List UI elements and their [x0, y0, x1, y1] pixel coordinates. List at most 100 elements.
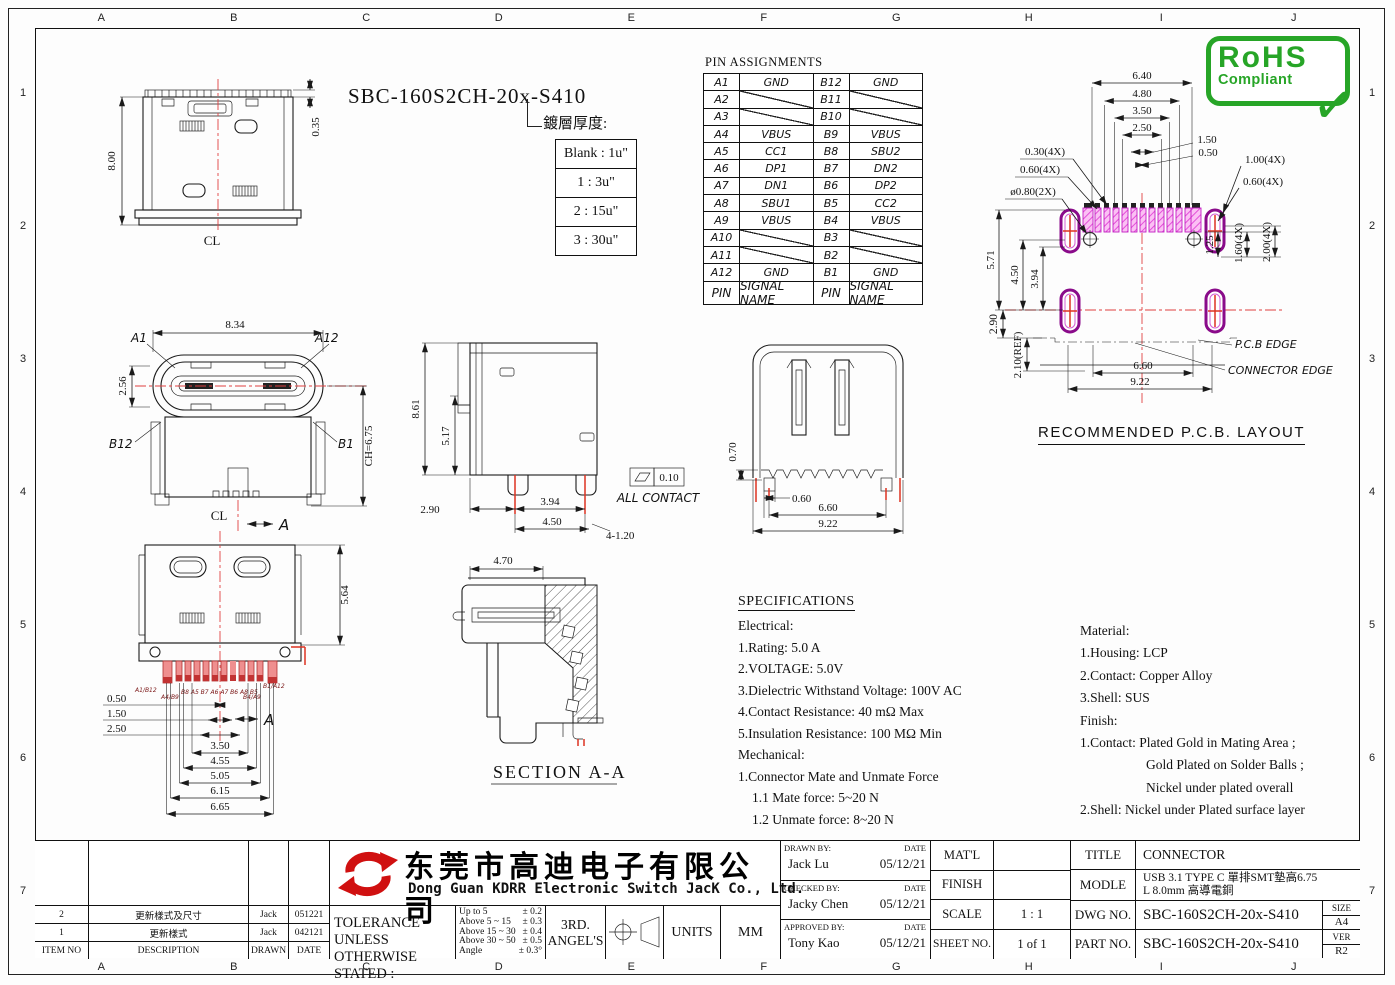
- revision-empty-cell: [289, 841, 329, 905]
- dim-label: 3.94: [1029, 269, 1041, 289]
- revision-cell: 更新樣式及尺寸: [89, 906, 249, 923]
- units-value-cell: MM: [720, 906, 780, 959]
- finish-label: FINISH: [931, 870, 994, 899]
- signature-name: Tony Kao: [788, 935, 840, 951]
- pin-callout: B12: [109, 437, 133, 451]
- dim-label: ø0.80(2X): [1010, 186, 1056, 198]
- modle-value: USB 3.1 TYPE C 單排SMT墊高6.75 L 8.0mm 高導電銅: [1143, 871, 1318, 898]
- finish-value: [994, 871, 1070, 900]
- dim-label: 4.50: [1009, 265, 1021, 285]
- dim-label: CH=6.75: [363, 425, 375, 466]
- pin-signal-cell: [740, 108, 814, 125]
- front-view-drawing: A1 A12 B12 B1 8.34 2.56 CH=6.75 CL A: [109, 319, 375, 534]
- material-line: Gold Plated on Solder Balls ;: [1146, 757, 1304, 773]
- dim-label: 6.40: [1132, 70, 1152, 82]
- signature-label: APPROVED BY:: [784, 922, 845, 933]
- pin-signal-cell: DN2: [873, 162, 898, 176]
- tolerance-range: Above 5 ~ 15: [459, 916, 511, 927]
- dim-label: 8.61: [410, 399, 422, 418]
- pin-signal-cell: [849, 91, 922, 108]
- dim-label: 8.00: [106, 151, 118, 171]
- dim-label: 1.60(4X): [1233, 223, 1245, 263]
- pin-id-cell: B1: [814, 264, 850, 281]
- signature-top: APPROVED BY: DATE: [781, 920, 930, 932]
- bottom-view-drawing: A1/B12 A4/B9 B8 A5 B7 A6 A7 B6 A8 B5 B4/…: [103, 531, 351, 817]
- pin-id-cell: B11: [814, 91, 850, 108]
- rohs-logo: RoHS Compliant ✓: [1206, 36, 1359, 138]
- dim-label: 0.30(4X): [1025, 146, 1065, 158]
- size-value: A4: [1334, 916, 1349, 929]
- spec-line: 4.Contact Resistance: 40 mΩ Max: [738, 704, 924, 719]
- projection-angle-cell: 3RD. ANGEL'S: [545, 906, 605, 959]
- revision-cell: 2: [35, 906, 89, 923]
- material-line: 1.Housing: LCP: [1080, 645, 1168, 661]
- pin-id-cell: B10: [814, 108, 850, 125]
- tolerance-row: Above 5 ~ 15 ± 0.3: [459, 916, 542, 928]
- revision-header-cell: DESCRIPTION: [89, 942, 249, 959]
- section-view-drawing: 4.70 SECTION A-A: [452, 555, 627, 785]
- revision-cell: Jack: [249, 924, 289, 941]
- pin-id-cell: B9: [814, 125, 850, 143]
- signature-bottom: Tony Kao 05/12/21: [781, 932, 930, 951]
- dim-label: 6.15: [210, 785, 230, 797]
- sheet-label: SHEET NO.: [931, 929, 994, 959]
- pin-id-cell: A9: [704, 212, 740, 229]
- flatness-note: ALL CONTACT: [616, 491, 701, 505]
- centerline-label: CL: [204, 233, 221, 248]
- pin-footer-cell: PIN: [814, 281, 850, 304]
- spec-line: 2.VOLTAGE: 5.0V: [738, 661, 844, 676]
- dim-label: 2.10(REF): [1012, 331, 1024, 378]
- pin-id-cell: A1: [704, 74, 740, 91]
- part-value: SBC-160S2CH-20x-S410: [1143, 935, 1299, 952]
- signature-date: 05/12/21: [879, 935, 926, 951]
- pin-row-label: A1/B12: [134, 687, 157, 694]
- company-cell: 东莞市高迪电子有限公司 Dong Guan KDRR Electronic Sw…: [330, 841, 804, 929]
- pin-id-cell: A2: [704, 91, 740, 108]
- signature-date: 05/12/21: [879, 856, 926, 871]
- solder-pins: [162, 660, 278, 684]
- tolerance-range: Above 15 ~ 30: [459, 926, 516, 937]
- spec-line: 1.1 Mate force: 5~20 N: [752, 790, 879, 805]
- pin-signal-cell: VBUS: [870, 214, 901, 228]
- pin-id-cell: A3: [704, 108, 740, 125]
- dim-label: 3.50: [1132, 105, 1152, 117]
- spec-line: 3.Dielectric Withstand Voltage: 100V AC: [738, 682, 962, 698]
- signature-row: APPROVED BY: DATE Tony Kao 05/12/21: [781, 920, 930, 959]
- signature-date-label: DATE: [904, 922, 926, 933]
- tolerance-title-line2: OTHERWISE STATED :: [334, 949, 417, 982]
- signature-label: DRAWN BY:: [784, 843, 831, 853]
- dim-label: 0.35: [310, 117, 322, 137]
- dim-label: 5.71: [985, 250, 997, 269]
- pin-signal-cell: VBUS: [870, 127, 901, 141]
- material-line: 3.Shell: SUS: [1080, 690, 1150, 706]
- pin-row: A3 B10: [704, 108, 922, 126]
- view-caption: SECTION A-A: [493, 762, 627, 782]
- revision-empty-cell: [249, 841, 289, 905]
- company-name-en: Dong Guan KDRR Electronic Switch JacK Co…: [408, 881, 805, 897]
- part-number-title: SBC-160S2CH-20x-S410: [348, 84, 587, 108]
- dim-label: 2.00(4X): [1261, 222, 1273, 262]
- scale-label: SCALE: [931, 900, 994, 929]
- pin-id-cell: A11: [704, 246, 740, 264]
- ver-label: VER: [1323, 930, 1360, 945]
- plating-row: 1 : 3u": [555, 169, 637, 198]
- dim-label: 6.65: [210, 801, 230, 813]
- dim-label: 3.94: [540, 496, 560, 508]
- side-view-drawing: 8.61 5.17 2.90 3.94 4.50 4-1.20 0.10 ALL…: [410, 342, 701, 542]
- plating-label: 鍍層厚度:: [543, 116, 608, 132]
- tolerance-value: ± 0.3: [522, 916, 542, 927]
- dim-label: 9.22: [1130, 376, 1149, 388]
- revision-cell: 042121: [294, 927, 324, 938]
- edge-label: CONNECTOR EDGE: [1228, 364, 1333, 377]
- pin-signal-cell: [849, 108, 922, 125]
